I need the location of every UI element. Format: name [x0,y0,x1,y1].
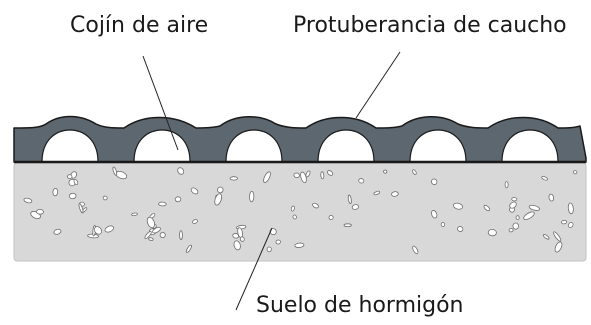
aggregate-pebble [275,239,281,245]
aggregate-pebble [174,196,182,203]
aggregate-pebble [144,230,152,240]
aggregate-pebble [523,211,535,220]
aggregate-pebble [528,204,541,211]
aggregate-pebble [440,222,446,227]
aggregate-pebble [239,236,245,242]
aggregate-pebble [487,228,497,237]
aggregate-pebble [290,205,295,212]
aggregate-pebble [567,202,574,215]
air-cushion [133,129,191,163]
aggregate-pebble [249,191,255,203]
aggregate-pebble [152,226,161,234]
air-cushion [41,129,99,163]
aggregate-pebble [548,193,555,202]
aggregate-pebble [554,241,563,253]
aggregate-pebble [542,234,550,240]
rubber-mat [13,115,587,163]
leader-air-cushion [142,55,179,151]
aggregate-pebble [102,195,108,201]
aggregate-pebble [229,176,238,181]
aggregate-pebble [294,242,305,248]
leader-rubber-bump [355,51,401,119]
aggregate-pebble [52,188,59,197]
aggregate-pebble [67,174,73,179]
aggregate-pebble [305,170,311,178]
aggregate-pebble [159,232,166,239]
aggregate-pebble [452,202,464,210]
aggregate-pebble [263,171,271,183]
aggregate-pebble [214,193,223,206]
aggregate-pebble [431,210,438,219]
aggregate-pebble [358,178,365,184]
aggregate-pebble [73,178,79,186]
aggregate-pebble [23,197,33,204]
aggregate-pebble [68,192,77,200]
concrete-floor-label: Suelo de hormigón [256,293,464,318]
aggregate-pebble [383,169,388,174]
aggregate-pebble [131,212,138,216]
aggregate-pebble [112,166,118,176]
aggregate-pebble [148,237,154,241]
aggregate-pebble [179,230,183,240]
air-cushion [409,129,467,163]
aggregate-pebble [78,203,84,214]
aggregate-pebble [511,197,518,202]
aggregate-pebble [373,190,381,196]
aggregate-pebble [561,219,568,225]
aggregate-pebble [351,204,359,210]
aggregate-pebble [553,231,562,242]
aggregate-pebble [347,194,352,204]
aggregate-pebble [431,178,438,186]
air-cushion [225,129,283,163]
aggregate-pebble [158,201,167,207]
aggregate-pebble [567,222,574,228]
aggregate-pebble [217,186,224,194]
aggregate-pebble [104,225,115,233]
aggregate-pebble [512,222,519,230]
air-cushion-label: Cojín de aire [70,13,209,38]
air-cushion [317,129,375,163]
air-cushions [41,129,559,163]
aggregate-pebble [312,202,319,209]
aggregate-pebble [508,228,514,233]
aggregate-pebble [232,233,240,239]
aggregate-pebble [328,215,334,221]
aggregate-pebble [573,170,578,175]
concrete-aggregate [23,166,578,255]
aggregate-pebble [185,244,192,253]
aggregate-pebble [53,228,62,235]
aggregate-pebble [412,169,417,175]
aggregate-pebble [412,245,419,255]
aggregate-pebble [192,219,198,224]
rubber-bump-label: Protuberancia de caucho [293,13,567,38]
aggregate-pebble [293,172,300,179]
aggregate-pebble [391,191,399,197]
aggregate-pebble [541,176,548,181]
aggregate-pebble [320,171,325,180]
aggregate-pebble [457,226,464,232]
aggregate-pebble [177,167,185,175]
aggregate-pebble [292,214,297,220]
air-cushion [501,129,559,163]
aggregate-pebble [327,170,334,176]
aggregate-pebble [515,215,520,220]
aggregate-pebble [233,240,241,251]
aggregate-pebble [509,201,517,209]
aggregate-pebble [504,181,509,189]
aggregate-pebble [343,223,352,228]
aggregate-pebble [146,216,155,229]
aggregate-pebble [266,246,272,253]
aggregate-pebble [93,226,103,235]
aggregate-pebble [483,204,491,212]
leader-concrete-floor [235,227,273,311]
aggregate-pebble [190,187,199,195]
aggregate-pebble [36,208,44,215]
